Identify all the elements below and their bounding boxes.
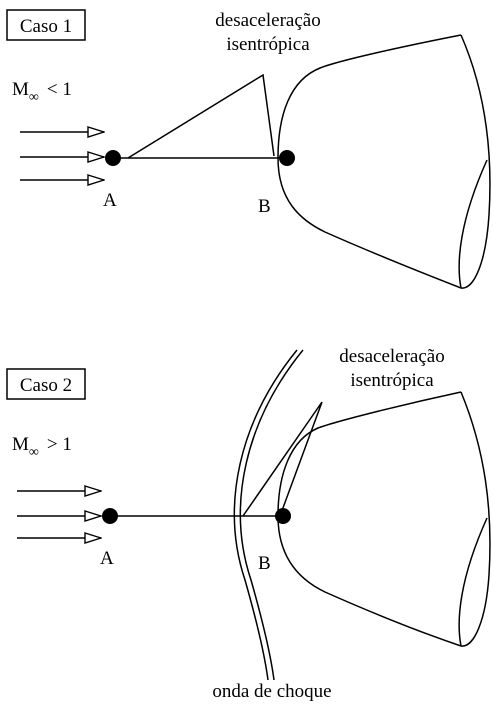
case2-body-base-inner <box>458 517 488 647</box>
case2-panel: Caso 2 M∞> 1 A B desaceleração isentrópi… <box>6 346 491 702</box>
case1-point-a <box>105 150 121 166</box>
case2-body-base-visible <box>460 391 491 647</box>
case2-mach-label: M∞> 1 <box>12 434 72 460</box>
case2-shock-wave-line-outer <box>233 349 298 681</box>
case1-label: Caso 1 <box>20 16 72 37</box>
case1-point-b <box>279 150 295 166</box>
case1-isentropic-deceleration-curve <box>127 73 275 159</box>
case2-point-b <box>275 508 291 524</box>
case1-body-lower-surface <box>277 157 462 289</box>
case1-body-base-inner <box>458 159 488 289</box>
case1-panel: Caso 1 M∞< 1 A B desaceleração isentrópi… <box>6 9 491 289</box>
case2-shock-wave-label: onda de choque <box>212 681 331 702</box>
case1-body-base-visible <box>460 34 491 289</box>
case2-label: Caso 2 <box>20 375 72 396</box>
case2-shock-wave <box>233 349 304 681</box>
case2-point-a-label: A <box>100 548 114 569</box>
case2-body-upper-surface <box>277 391 462 517</box>
case2-point-b-label: B <box>258 553 271 574</box>
case1-annotation-line2: isentrópica <box>226 34 310 55</box>
case1-label-box <box>6 9 86 41</box>
case2-point-a <box>102 508 118 524</box>
case2-annotation-line1: desaceleração <box>339 346 444 367</box>
case2-body-lower-surface <box>277 515 462 647</box>
case2-label-box <box>6 368 86 400</box>
case2-isentropic-deceleration-curve <box>242 401 323 517</box>
case1-mach-label: M∞< 1 <box>12 79 72 105</box>
case1-point-b-label: B <box>258 196 271 217</box>
case2-shock-wave-line-inner <box>239 349 304 681</box>
case1-body-upper-surface <box>277 34 462 159</box>
case2-annotation-line2: isentrópica <box>350 370 434 391</box>
case1-point-a-label: A <box>103 190 117 211</box>
case1-body <box>277 34 491 289</box>
case1-annotation-line1: desaceleração <box>215 10 320 31</box>
case2-body <box>277 391 491 647</box>
